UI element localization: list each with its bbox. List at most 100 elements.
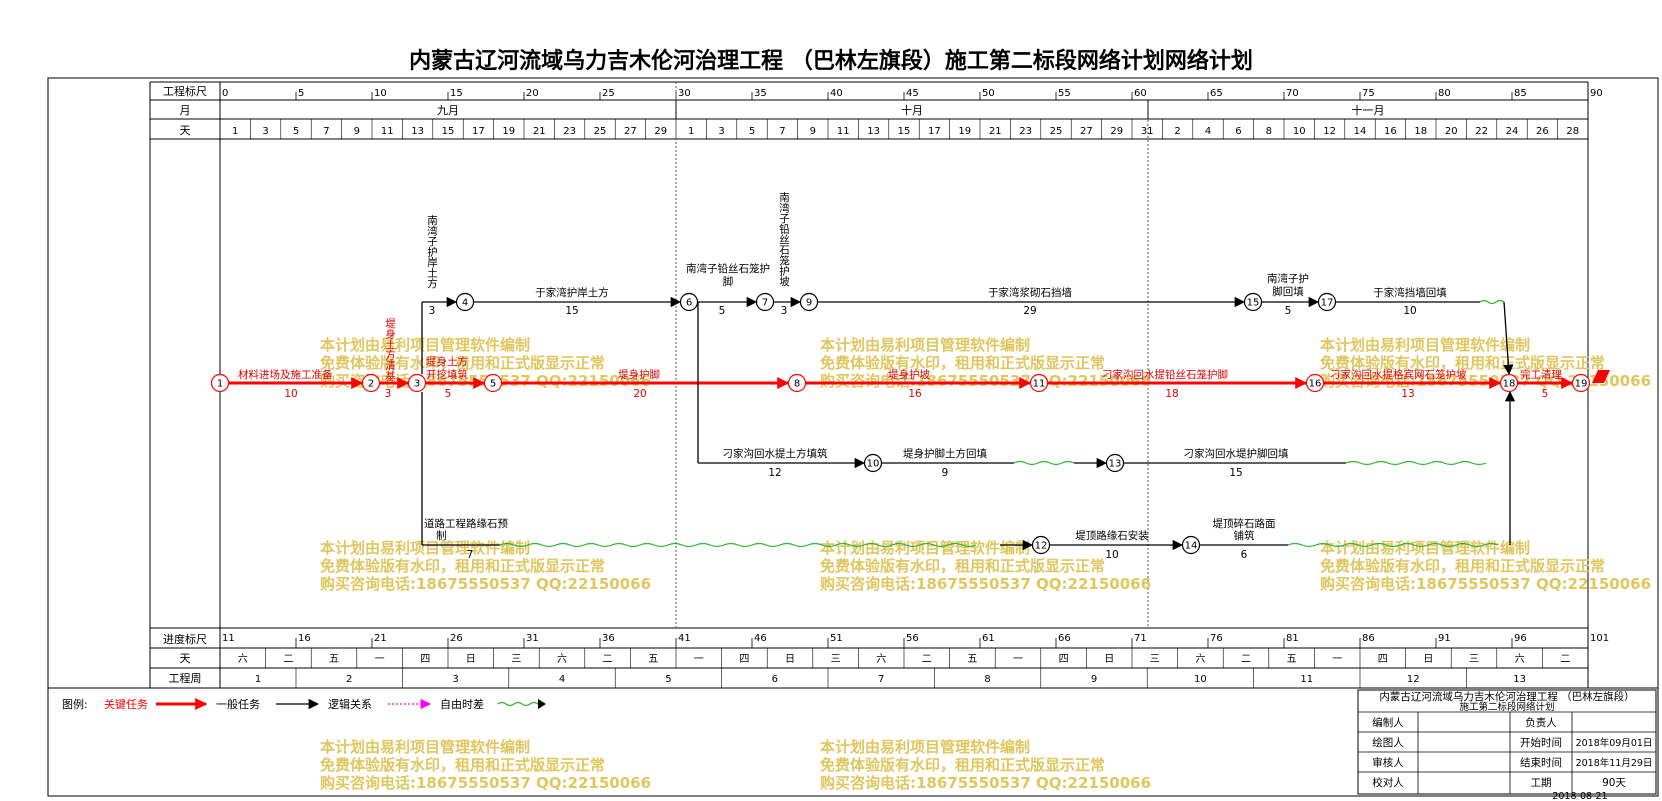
- weekday-label: 二: [1560, 654, 1570, 665]
- task-duration: 15: [565, 305, 578, 317]
- task-label: 脚: [723, 275, 734, 288]
- task-duration: 6: [1241, 549, 1248, 561]
- month-label: 十月: [901, 103, 923, 117]
- weekday-label: 三: [831, 654, 841, 665]
- week-label: 6: [772, 674, 778, 685]
- task-label: 刁家沟回水提格宾网石笼护坡: [1330, 368, 1467, 381]
- svg-text:18: 18: [1503, 379, 1516, 390]
- task-duration: 10: [1403, 305, 1416, 317]
- day-label: 7: [779, 126, 785, 137]
- legend: 图例: 关键任务 一般任务 逻辑关系 自由时差: [62, 697, 546, 711]
- node-3: 3: [407, 373, 427, 393]
- page-title: 内蒙古辽河流域乌力吉木伦河治理工程 （巴林左旗段）施工第二标段网络计划网络计划: [409, 48, 1253, 74]
- scale-tick-label: 35: [754, 88, 767, 99]
- svg-text:14: 14: [1185, 541, 1198, 552]
- footer-week-label: 工程周: [169, 672, 202, 685]
- watermark-line: 本计划由易利项目管理软件编制: [820, 539, 1030, 557]
- legend-float-label: 自由时差: [440, 697, 484, 711]
- svg-text:16: 16: [1309, 379, 1322, 390]
- scale-tick-label: 30: [678, 88, 691, 99]
- info-end-value: 2018年11月29日: [1576, 757, 1653, 769]
- header-month-label: 月: [180, 104, 191, 117]
- scale-tick-label: 20: [526, 88, 539, 99]
- day-label: 18: [1414, 126, 1427, 137]
- node-10: 10: [863, 453, 883, 473]
- legend-float-arrow: [538, 699, 546, 709]
- task-duration: 10: [1105, 549, 1118, 561]
- info-owner-label: 负责人: [1525, 716, 1557, 729]
- day-label: 9: [810, 126, 816, 137]
- progress-tick-label: 16: [298, 633, 311, 644]
- legend-critical-label: 关键任务: [104, 697, 148, 711]
- node-6: 6: [679, 292, 699, 312]
- task-duration: 9: [942, 467, 949, 479]
- day-label: 11: [381, 126, 394, 137]
- scale-tick-label: 25: [602, 88, 615, 99]
- progress-tick-label: 71: [1134, 633, 1147, 644]
- progress-tick-label: 96: [1514, 633, 1527, 644]
- watermark-line: 免费体验版有水印，租用和正式版显示正常: [320, 354, 605, 372]
- day-label: 15: [898, 126, 911, 137]
- info-project-2: 施工第二标段网络计划: [1459, 701, 1554, 713]
- week-label: 1: [255, 674, 261, 685]
- info-editor-label: 编制人: [1372, 716, 1404, 729]
- header-day-label: 天: [180, 124, 191, 137]
- watermark-line: 本计划由易利项目管理软件编制: [320, 738, 530, 756]
- legend-logic-label: 逻辑关系: [328, 697, 372, 711]
- svg-text:1: 1: [217, 379, 223, 390]
- task-duration: 20: [633, 388, 646, 400]
- scale-tick-label: 85: [1514, 88, 1527, 99]
- progress-tick-label: 11: [222, 633, 235, 644]
- upper-branch: [421, 296, 1514, 463]
- day-label: 21: [989, 126, 1002, 137]
- week-label: 11: [1300, 674, 1313, 685]
- week-label: 7: [878, 674, 884, 685]
- day-label: 15: [442, 126, 455, 137]
- critical-path: [228, 370, 1610, 389]
- scale-tick-label: 50: [982, 88, 995, 99]
- day-label: 28: [1566, 126, 1579, 137]
- node-5: 5: [483, 373, 503, 393]
- scale-tick-label: 55: [1058, 88, 1071, 99]
- svg-text:7: 7: [762, 298, 768, 309]
- task-duration: 3: [385, 388, 392, 400]
- weekday-label: 一: [694, 654, 704, 665]
- watermark-line: 免费体验版有水印，租用和正式版显示正常: [320, 756, 605, 774]
- progress-tick-label: 101: [1590, 633, 1609, 644]
- day-label: 7: [323, 126, 329, 137]
- weekday-label: 二: [922, 654, 932, 665]
- week-label: 13: [1513, 674, 1526, 685]
- day-label: 29: [654, 126, 667, 137]
- legend-label: 图例:: [62, 697, 88, 711]
- info-reviewer-label: 审核人: [1372, 756, 1404, 769]
- day-label: 21: [533, 126, 546, 137]
- node-4: 4: [455, 292, 475, 312]
- day-label: 9: [354, 126, 360, 137]
- svg-text:5: 5: [490, 379, 496, 390]
- weekday-label: 五: [329, 654, 339, 665]
- task-duration: 29: [1023, 305, 1036, 317]
- task-label: 南湾子铅丝石笼护: [686, 262, 770, 275]
- node-2: 2: [361, 373, 381, 393]
- day-label: 10: [1293, 126, 1306, 137]
- weekday-label: 日: [1423, 654, 1433, 665]
- task-label: 堤顶路缘石安装: [1075, 529, 1149, 542]
- task-duration: 15: [1229, 467, 1242, 479]
- task-label: 堤身护脚土方回填: [903, 447, 987, 460]
- day-label: 1: [232, 126, 238, 137]
- day-label: 26: [1536, 126, 1549, 137]
- info-end-label: 结束时间: [1520, 756, 1562, 769]
- day-label: 5: [749, 126, 755, 137]
- task-duration: 5: [1285, 305, 1292, 317]
- watermark-line: 本计划由易利项目管理软件编制: [1320, 539, 1530, 557]
- progress-tick-label: 81: [1286, 633, 1299, 644]
- task-label: 于家湾护岸土方: [535, 286, 609, 299]
- day-label: 1: [688, 126, 694, 137]
- task-duration: 7: [467, 549, 474, 561]
- weekday-label: 六: [876, 653, 886, 665]
- svg-text:4: 4: [462, 298, 468, 309]
- progress-tick-label: 61: [982, 633, 995, 644]
- watermark-line: 本计划由易利项目管理软件编制: [820, 738, 1030, 756]
- scale-tick-label: 60: [1134, 88, 1147, 99]
